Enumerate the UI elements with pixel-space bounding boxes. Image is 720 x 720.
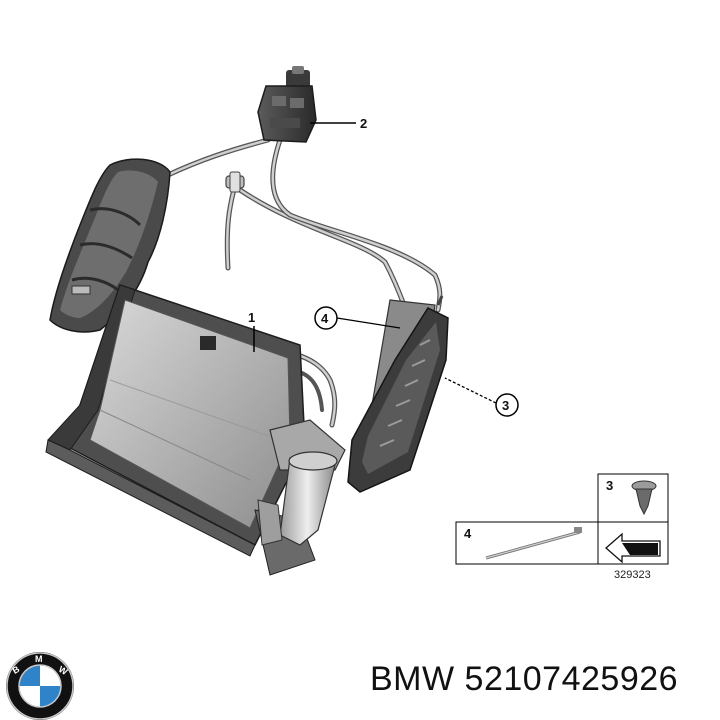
part-1-seat-frame <box>45 284 316 576</box>
clip-screw-icon <box>631 480 657 516</box>
part-2-control-unit <box>257 66 317 143</box>
callout-label-2: 2 <box>360 116 367 131</box>
svg-text:B: B <box>11 664 22 676</box>
callout-3: 3 <box>444 377 519 417</box>
cable-tie-icon <box>485 527 582 560</box>
callout-label-1: 1 <box>248 310 255 325</box>
legend-label-3: 3 <box>606 478 613 493</box>
callout-label-3: 3 <box>502 398 509 413</box>
bmw-logo: B M W <box>6 652 74 720</box>
parts-legend: 3 4 329323 <box>455 473 669 581</box>
seat-back-bladder <box>49 158 171 333</box>
part-caption: BMW 52107425926 <box>370 660 678 699</box>
callout-1: 1 <box>248 310 255 352</box>
callout-2: 2 <box>310 116 367 131</box>
diagram-reference-number: 329323 <box>614 569 651 581</box>
seat-motor <box>257 419 346 546</box>
lumbar-module <box>347 295 449 493</box>
callout-label-4: 4 <box>321 311 329 326</box>
arrow-symbol-icon <box>605 532 661 564</box>
hose-connector <box>225 171 245 193</box>
caption-part-number: 52107425926 <box>464 660 679 698</box>
callout-4: 4 <box>314 306 401 330</box>
legend-label-4: 4 <box>464 526 472 541</box>
svg-text:M: M <box>35 654 43 664</box>
caption-brand: BMW <box>370 660 455 698</box>
